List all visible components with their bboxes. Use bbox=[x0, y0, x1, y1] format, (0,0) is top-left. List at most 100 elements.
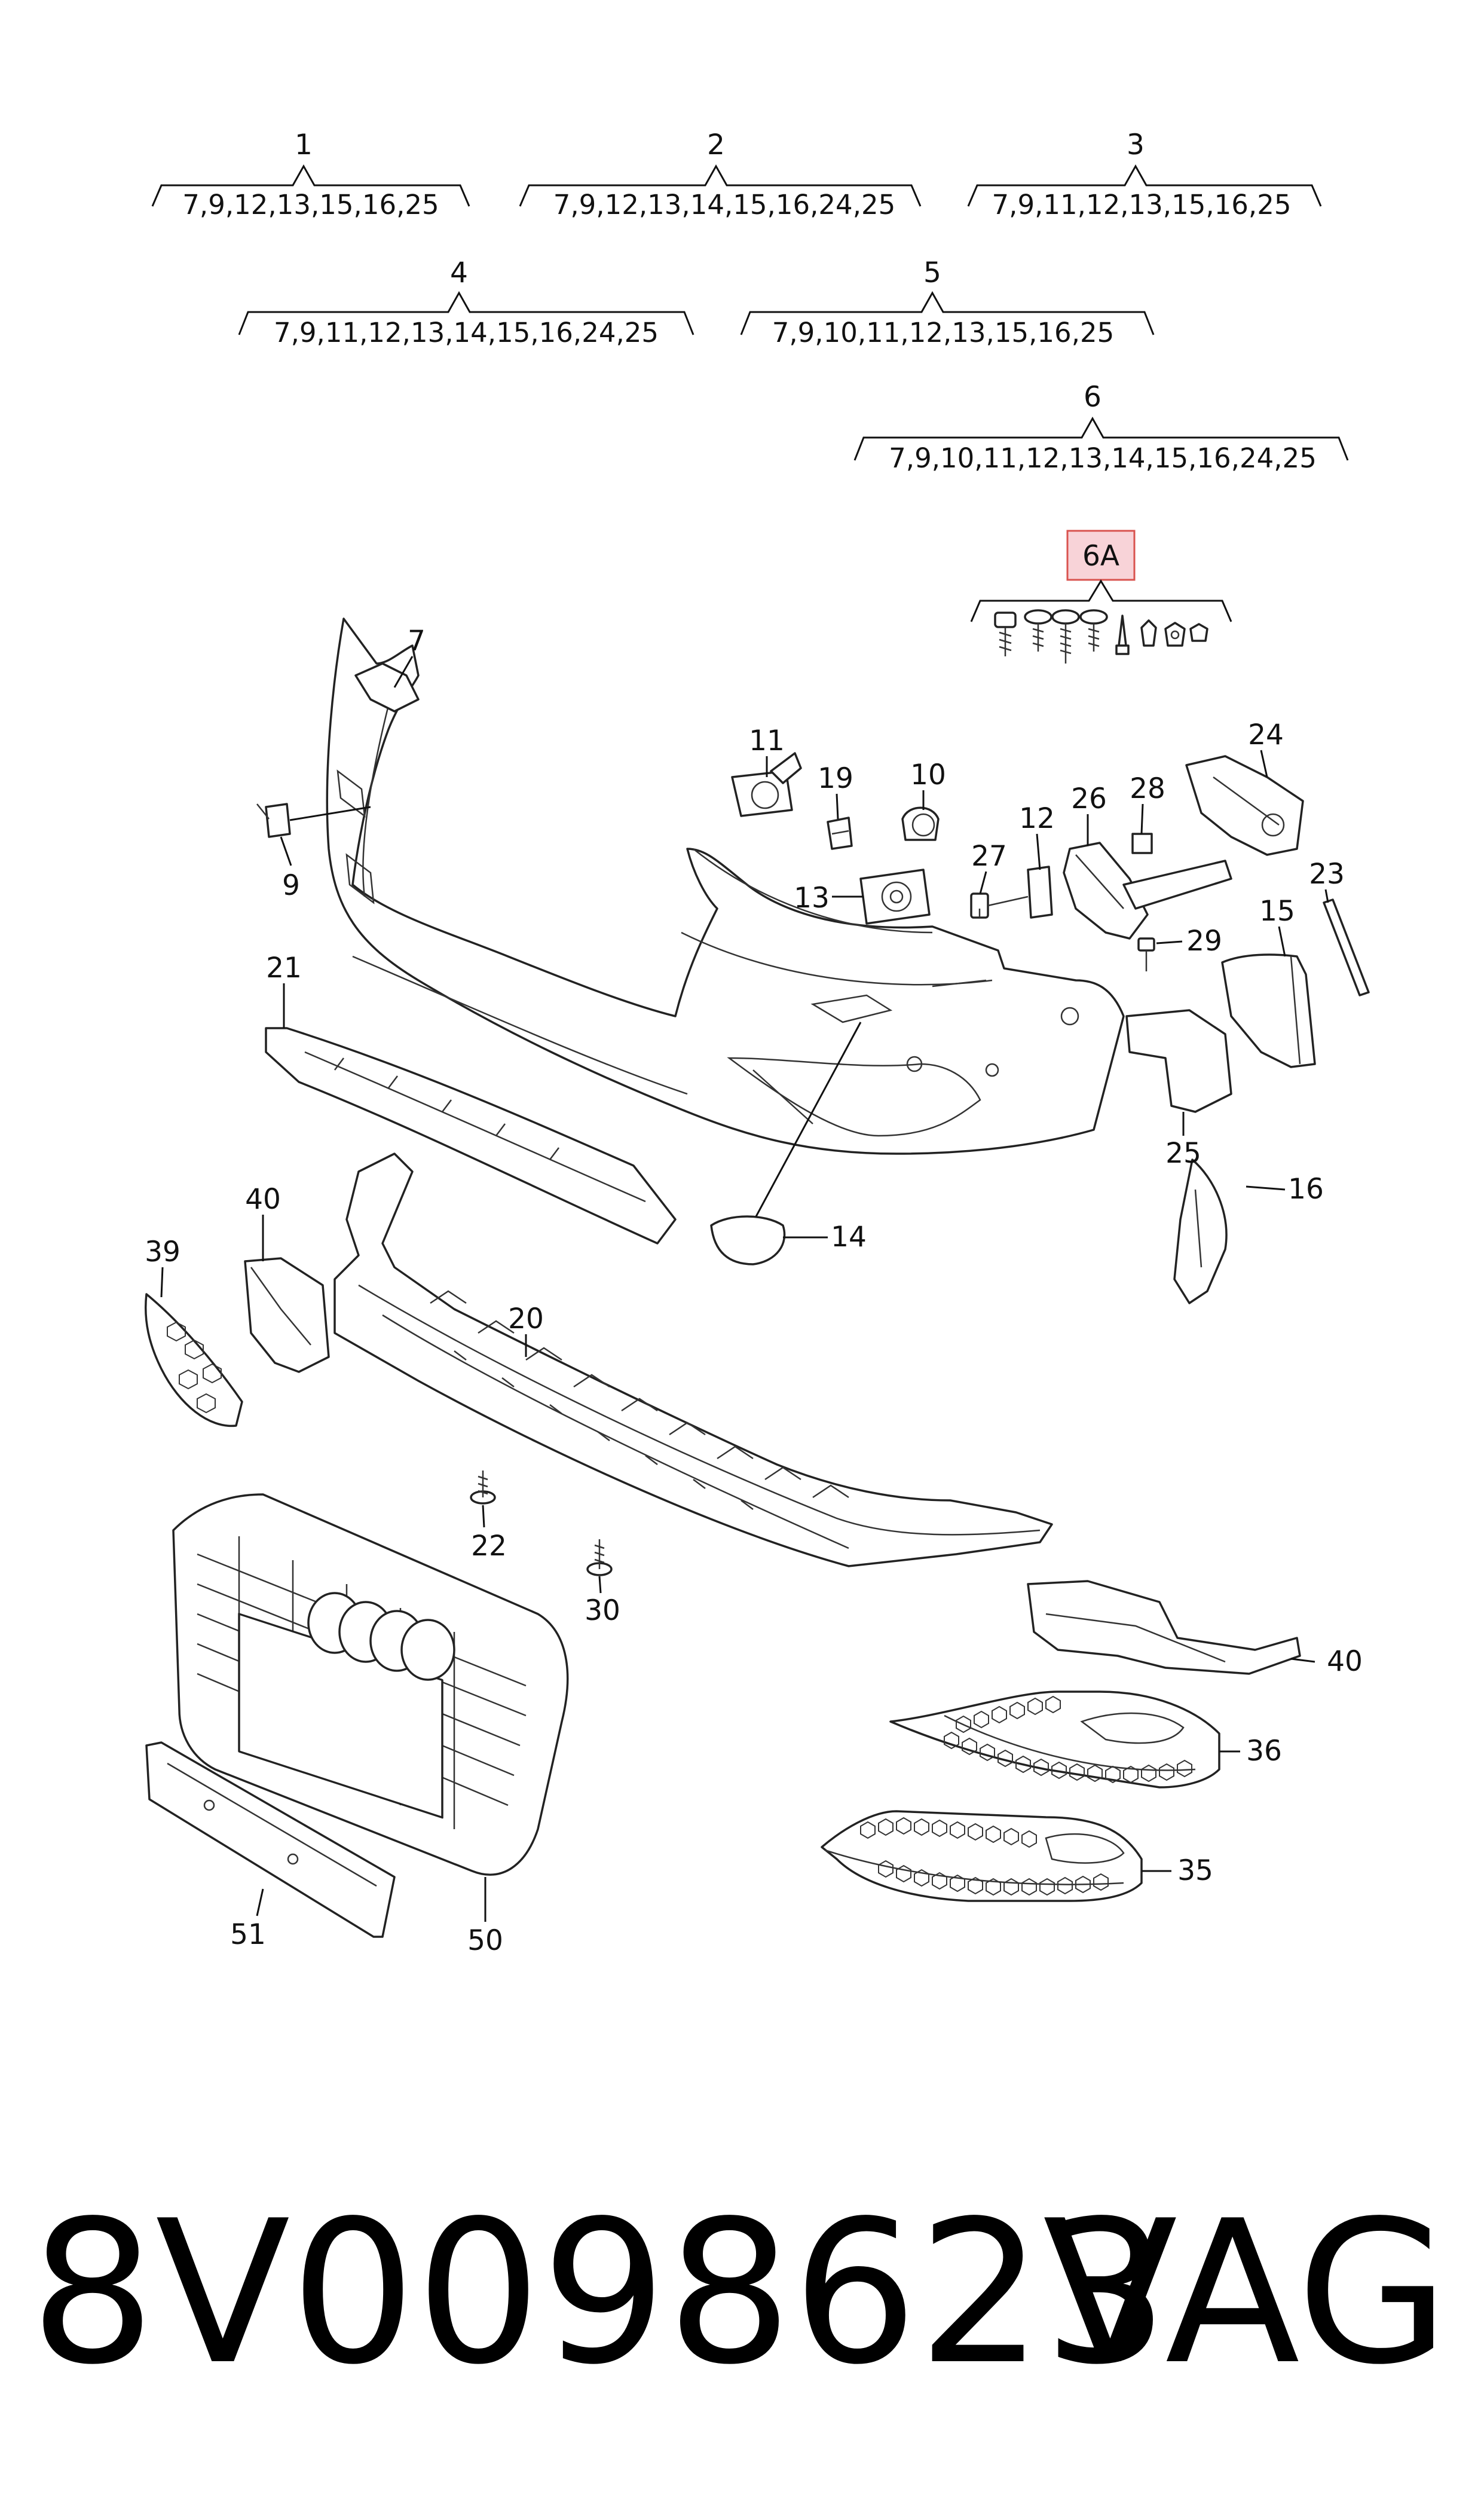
part-35-grille bbox=[821, 1810, 1143, 1902]
callout-24-label: 24 bbox=[1248, 719, 1284, 751]
part-24-bracket bbox=[1185, 755, 1304, 856]
group-header-1: 1 7,9,12,13,15,16,25 bbox=[151, 129, 470, 221]
part-12-nut bbox=[1027, 866, 1053, 919]
callout-12: 12 bbox=[1019, 802, 1055, 870]
callout-15: 15 bbox=[1259, 895, 1295, 957]
group-2-members: 7,9,12,13,14,15,16,24,25 bbox=[553, 189, 896, 221]
callout-30: 30 bbox=[585, 1576, 620, 1627]
group-header-4: 4 7,9,11,12,13,14,15,16,24,25 bbox=[238, 256, 694, 348]
group-1-number: 1 bbox=[295, 129, 313, 161]
part-29-bolt bbox=[1137, 937, 1155, 971]
part-28-clip bbox=[1131, 833, 1153, 854]
callout-14: 14 bbox=[783, 1221, 867, 1254]
part-50-grille bbox=[172, 1493, 569, 1876]
part-51-plate-holder bbox=[145, 1741, 396, 1938]
callout-40-upper: 40 bbox=[245, 1183, 281, 1261]
part-25-bracket bbox=[1125, 1009, 1232, 1113]
part-27-bolt bbox=[970, 892, 1029, 919]
callout-28-label: 28 bbox=[1130, 772, 1165, 805]
part-20-carrier bbox=[333, 1152, 1053, 1567]
callout-24: 24 bbox=[1248, 719, 1284, 778]
callout-50: 50 bbox=[467, 1877, 503, 1957]
callout-16-label: 16 bbox=[1288, 1173, 1324, 1206]
kit-screw-icons bbox=[994, 609, 1208, 664]
callout-16: 16 bbox=[1246, 1173, 1324, 1206]
part-16-cover bbox=[1173, 1158, 1228, 1304]
audi-rings-logo bbox=[307, 1592, 455, 1681]
callout-15-label: 15 bbox=[1259, 895, 1295, 928]
callout-23: 23 bbox=[1309, 858, 1345, 903]
callout-19: 19 bbox=[818, 762, 853, 820]
part-21-spoiler bbox=[265, 1027, 677, 1245]
group-5-members: 7,9,10,11,12,13,15,16,25 bbox=[772, 317, 1115, 348]
group-1-members: 7,9,12,13,15,16,25 bbox=[182, 189, 439, 221]
callout-27-label: 27 bbox=[971, 840, 1007, 873]
callout-21: 21 bbox=[266, 952, 302, 1028]
callout-30-label: 30 bbox=[585, 1594, 620, 1627]
group-4-members: 7,9,11,12,13,14,15,16,24,25 bbox=[274, 317, 659, 348]
group-2-number: 2 bbox=[707, 129, 725, 161]
callout-12-label: 12 bbox=[1019, 802, 1055, 835]
callout-11-label: 11 bbox=[749, 724, 785, 757]
part-40-bracket-right bbox=[1027, 1580, 1301, 1675]
callout-35: 35 bbox=[1142, 1854, 1213, 1887]
part-15-cover bbox=[1221, 953, 1316, 1068]
group-5-number: 5 bbox=[923, 256, 941, 289]
part-40-bracket-left bbox=[244, 1257, 330, 1373]
callout-11: 11 bbox=[749, 724, 785, 777]
part-19-clip bbox=[827, 817, 853, 850]
callout-51-label: 51 bbox=[230, 1918, 266, 1951]
callout-36: 36 bbox=[1219, 1735, 1282, 1768]
group-4-number: 4 bbox=[450, 256, 468, 289]
part-39-grille bbox=[144, 1293, 243, 1427]
callout-13-label: 13 bbox=[794, 882, 830, 915]
callout-25-label: 25 bbox=[1165, 1137, 1201, 1170]
kit-6a-label: 6A bbox=[1082, 540, 1119, 573]
callout-27: 27 bbox=[971, 840, 1007, 894]
callout-20-label: 20 bbox=[508, 1303, 544, 1335]
callout-40-lower: 40 bbox=[1290, 1645, 1363, 1678]
part-39-honeycomb bbox=[167, 1321, 222, 1414]
group-header-3: 3 7,9,11,12,13,15,16,25 bbox=[967, 129, 1322, 221]
callout-36-label: 36 bbox=[1246, 1735, 1282, 1768]
callout-13: 13 bbox=[794, 882, 864, 915]
part-number-text: 8V0098623 bbox=[30, 2178, 1168, 2408]
part-13-sensor-bracket bbox=[859, 869, 931, 925]
callout-23-label: 23 bbox=[1309, 858, 1345, 891]
callout-10: 10 bbox=[910, 759, 946, 810]
group-6-members: 7,9,10,11,12,13,14,15,16,24,25 bbox=[889, 442, 1317, 474]
callout-35-label: 35 bbox=[1177, 1854, 1213, 1887]
callout-39: 39 bbox=[145, 1236, 180, 1298]
part-11-holder bbox=[731, 752, 802, 817]
group-3-number: 3 bbox=[1127, 129, 1145, 161]
callout-28: 28 bbox=[1130, 772, 1165, 834]
callout-39-label: 39 bbox=[145, 1236, 180, 1268]
callout-14-label: 14 bbox=[831, 1221, 867, 1254]
part-9-clip bbox=[256, 803, 371, 838]
carrier-ribs bbox=[430, 1290, 849, 1510]
callout-25: 25 bbox=[1165, 1112, 1201, 1170]
callout-10-label: 10 bbox=[910, 759, 946, 791]
part-7-bracket bbox=[354, 662, 420, 713]
part-30-screw bbox=[586, 1539, 613, 1576]
group-6-number: 6 bbox=[1084, 381, 1101, 414]
group-header-2: 2 7,9,12,13,14,15,16,24,25 bbox=[519, 129, 922, 221]
kit-6a-box bbox=[1066, 530, 1136, 581]
kit-6a: 6A bbox=[970, 530, 1232, 664]
group-3-members: 7,9,11,12,13,15,16,25 bbox=[992, 189, 1292, 221]
callout-40-lower-label: 40 bbox=[1327, 1645, 1363, 1678]
callout-40-upper-label: 40 bbox=[245, 1183, 281, 1216]
callout-7: 7 bbox=[393, 625, 426, 688]
callout-20: 20 bbox=[508, 1303, 544, 1357]
callout-21-label: 21 bbox=[266, 952, 302, 985]
callout-7-label: 7 bbox=[408, 625, 426, 658]
callout-29: 29 bbox=[1156, 925, 1222, 958]
callout-29-label: 29 bbox=[1186, 925, 1222, 958]
part-35-honeycomb bbox=[860, 1817, 1109, 1896]
part-14-tow-cap bbox=[710, 1022, 862, 1265]
part-36-grille bbox=[889, 1690, 1220, 1789]
part-23-strip bbox=[1323, 898, 1370, 996]
part-26-bracket bbox=[1063, 842, 1232, 940]
callout-22-label: 22 bbox=[471, 1530, 507, 1563]
